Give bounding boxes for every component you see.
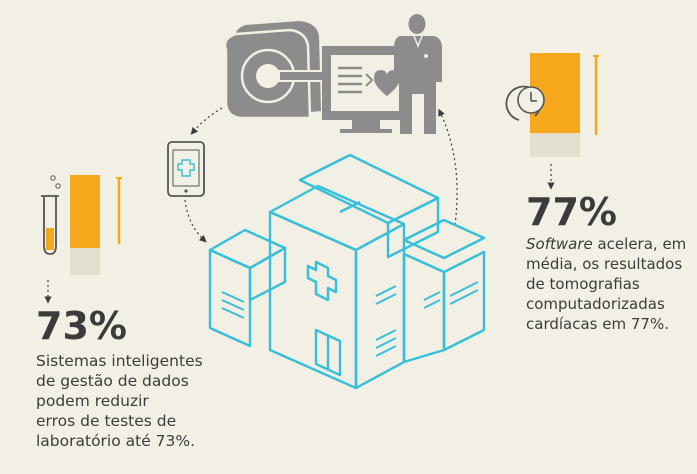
left-stat: 73% Sistemas inteligentes de gestão de d… (36, 306, 236, 451)
left-stat-line: Sistemas inteligentes (36, 352, 203, 370)
right-stat-percent: 77% (526, 190, 617, 234)
left-stat-description: Sistemas inteligentes de gestão de dados… (36, 351, 236, 451)
tablet-medical-icon (167, 141, 205, 197)
arrow-hospital-to-monitor (438, 108, 458, 226)
right-stat-line: Software acelera, em (526, 234, 696, 254)
left-stat-line: podem reduzir (36, 392, 149, 410)
right-stat-italic: Software (526, 235, 593, 253)
left-stat-percent: 73% (36, 304, 127, 348)
left-bar-fill (70, 175, 100, 248)
right-stat-first-rest: acelera, em (592, 235, 687, 253)
flow-arrows (44, 107, 555, 304)
doctor-icon (394, 14, 442, 134)
right-stat: 77% Software acelera, em média, os resul… (526, 192, 696, 334)
monitor-heart-icon (322, 46, 408, 133)
hospital-building-icon (208, 153, 486, 390)
mri-scanner-icon (223, 18, 324, 120)
left-stat-bar (70, 175, 122, 275)
right-stat-line: cardíacas em 77%. (526, 315, 669, 333)
right-stat-line: computadorizadas (526, 295, 665, 313)
arrow-scanner-to-tablet (190, 107, 223, 135)
right-stat-description: Software acelera, em média, os resultado… (526, 234, 696, 334)
right-stat-line: média, os resultados (526, 255, 683, 273)
test-tube-icon (41, 175, 61, 255)
arrow-tablet-to-hospital (184, 199, 207, 243)
clock-icon (505, 85, 545, 121)
right-stat-line: de tomografias (526, 275, 640, 293)
left-stat-line: erros de testes de (36, 412, 177, 430)
left-stat-line: de gestão de dados (36, 372, 189, 390)
left-stat-line: laboratório até 73%. (36, 432, 196, 450)
